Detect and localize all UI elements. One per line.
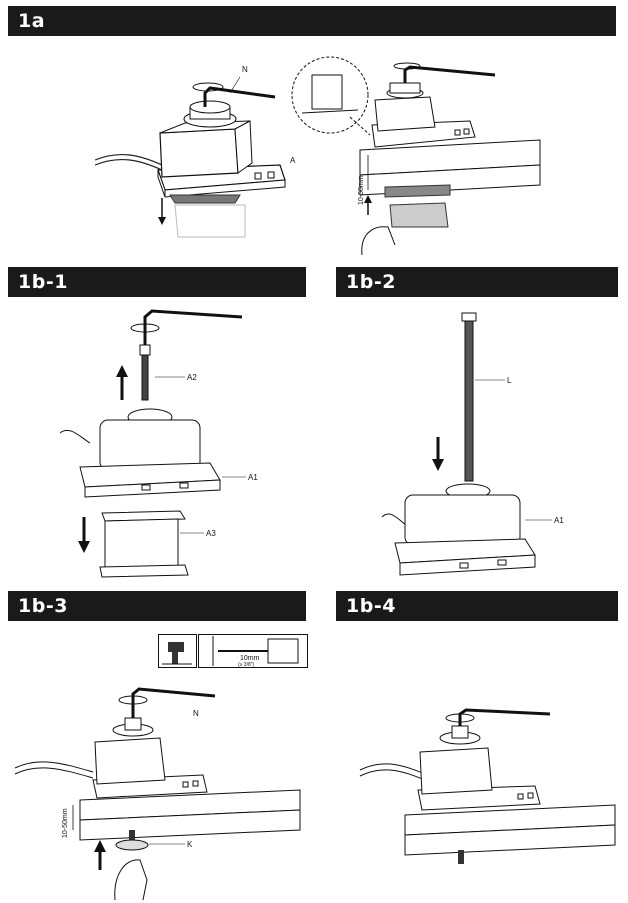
section-title: 1b-3 bbox=[18, 595, 68, 617]
illustration-1b-2: L A1 bbox=[381, 312, 564, 576]
section-header-1b-3: 1b-3 bbox=[8, 591, 306, 621]
section-title: 1b-2 bbox=[346, 271, 396, 293]
label-a3: A3 bbox=[206, 529, 216, 538]
drill-inset: 10mm (≥ 3/8") bbox=[158, 634, 308, 668]
label-drill-size: 10mm bbox=[240, 655, 260, 662]
illustration-1b-4 bbox=[359, 708, 616, 864]
label-n-3: N bbox=[193, 709, 199, 718]
label-thickness-3: 10-50mm bbox=[62, 808, 69, 838]
section-header-1b-2: 1b-2 bbox=[336, 267, 618, 297]
label-n: N bbox=[242, 65, 248, 74]
illustration-1a-left: N A bbox=[94, 65, 296, 238]
illustration-1b-1: A2 A1 A3 bbox=[59, 309, 258, 578]
label-a1: A1 bbox=[248, 473, 258, 482]
illustration-1a-right: 10-50mm bbox=[291, 56, 541, 256]
label-a1-2: A1 bbox=[554, 516, 564, 525]
section-header-1a: 1a bbox=[8, 6, 616, 36]
label-a: A bbox=[290, 156, 296, 165]
section-header-1b-1: 1b-1 bbox=[8, 267, 306, 297]
label-a2: A2 bbox=[187, 373, 197, 382]
section-title: 1b-1 bbox=[18, 271, 68, 293]
label-l: L bbox=[507, 376, 512, 385]
section-title: 1a bbox=[18, 10, 46, 32]
section-title: 1b-4 bbox=[346, 595, 396, 617]
illustration-1b-3: N 10-50mm K bbox=[14, 687, 301, 901]
label-drill-inch: (≥ 3/8") bbox=[238, 662, 255, 668]
label-k: K bbox=[187, 840, 193, 849]
section-header-1b-4: 1b-4 bbox=[336, 591, 618, 621]
label-thickness: 10-50mm bbox=[358, 175, 365, 205]
